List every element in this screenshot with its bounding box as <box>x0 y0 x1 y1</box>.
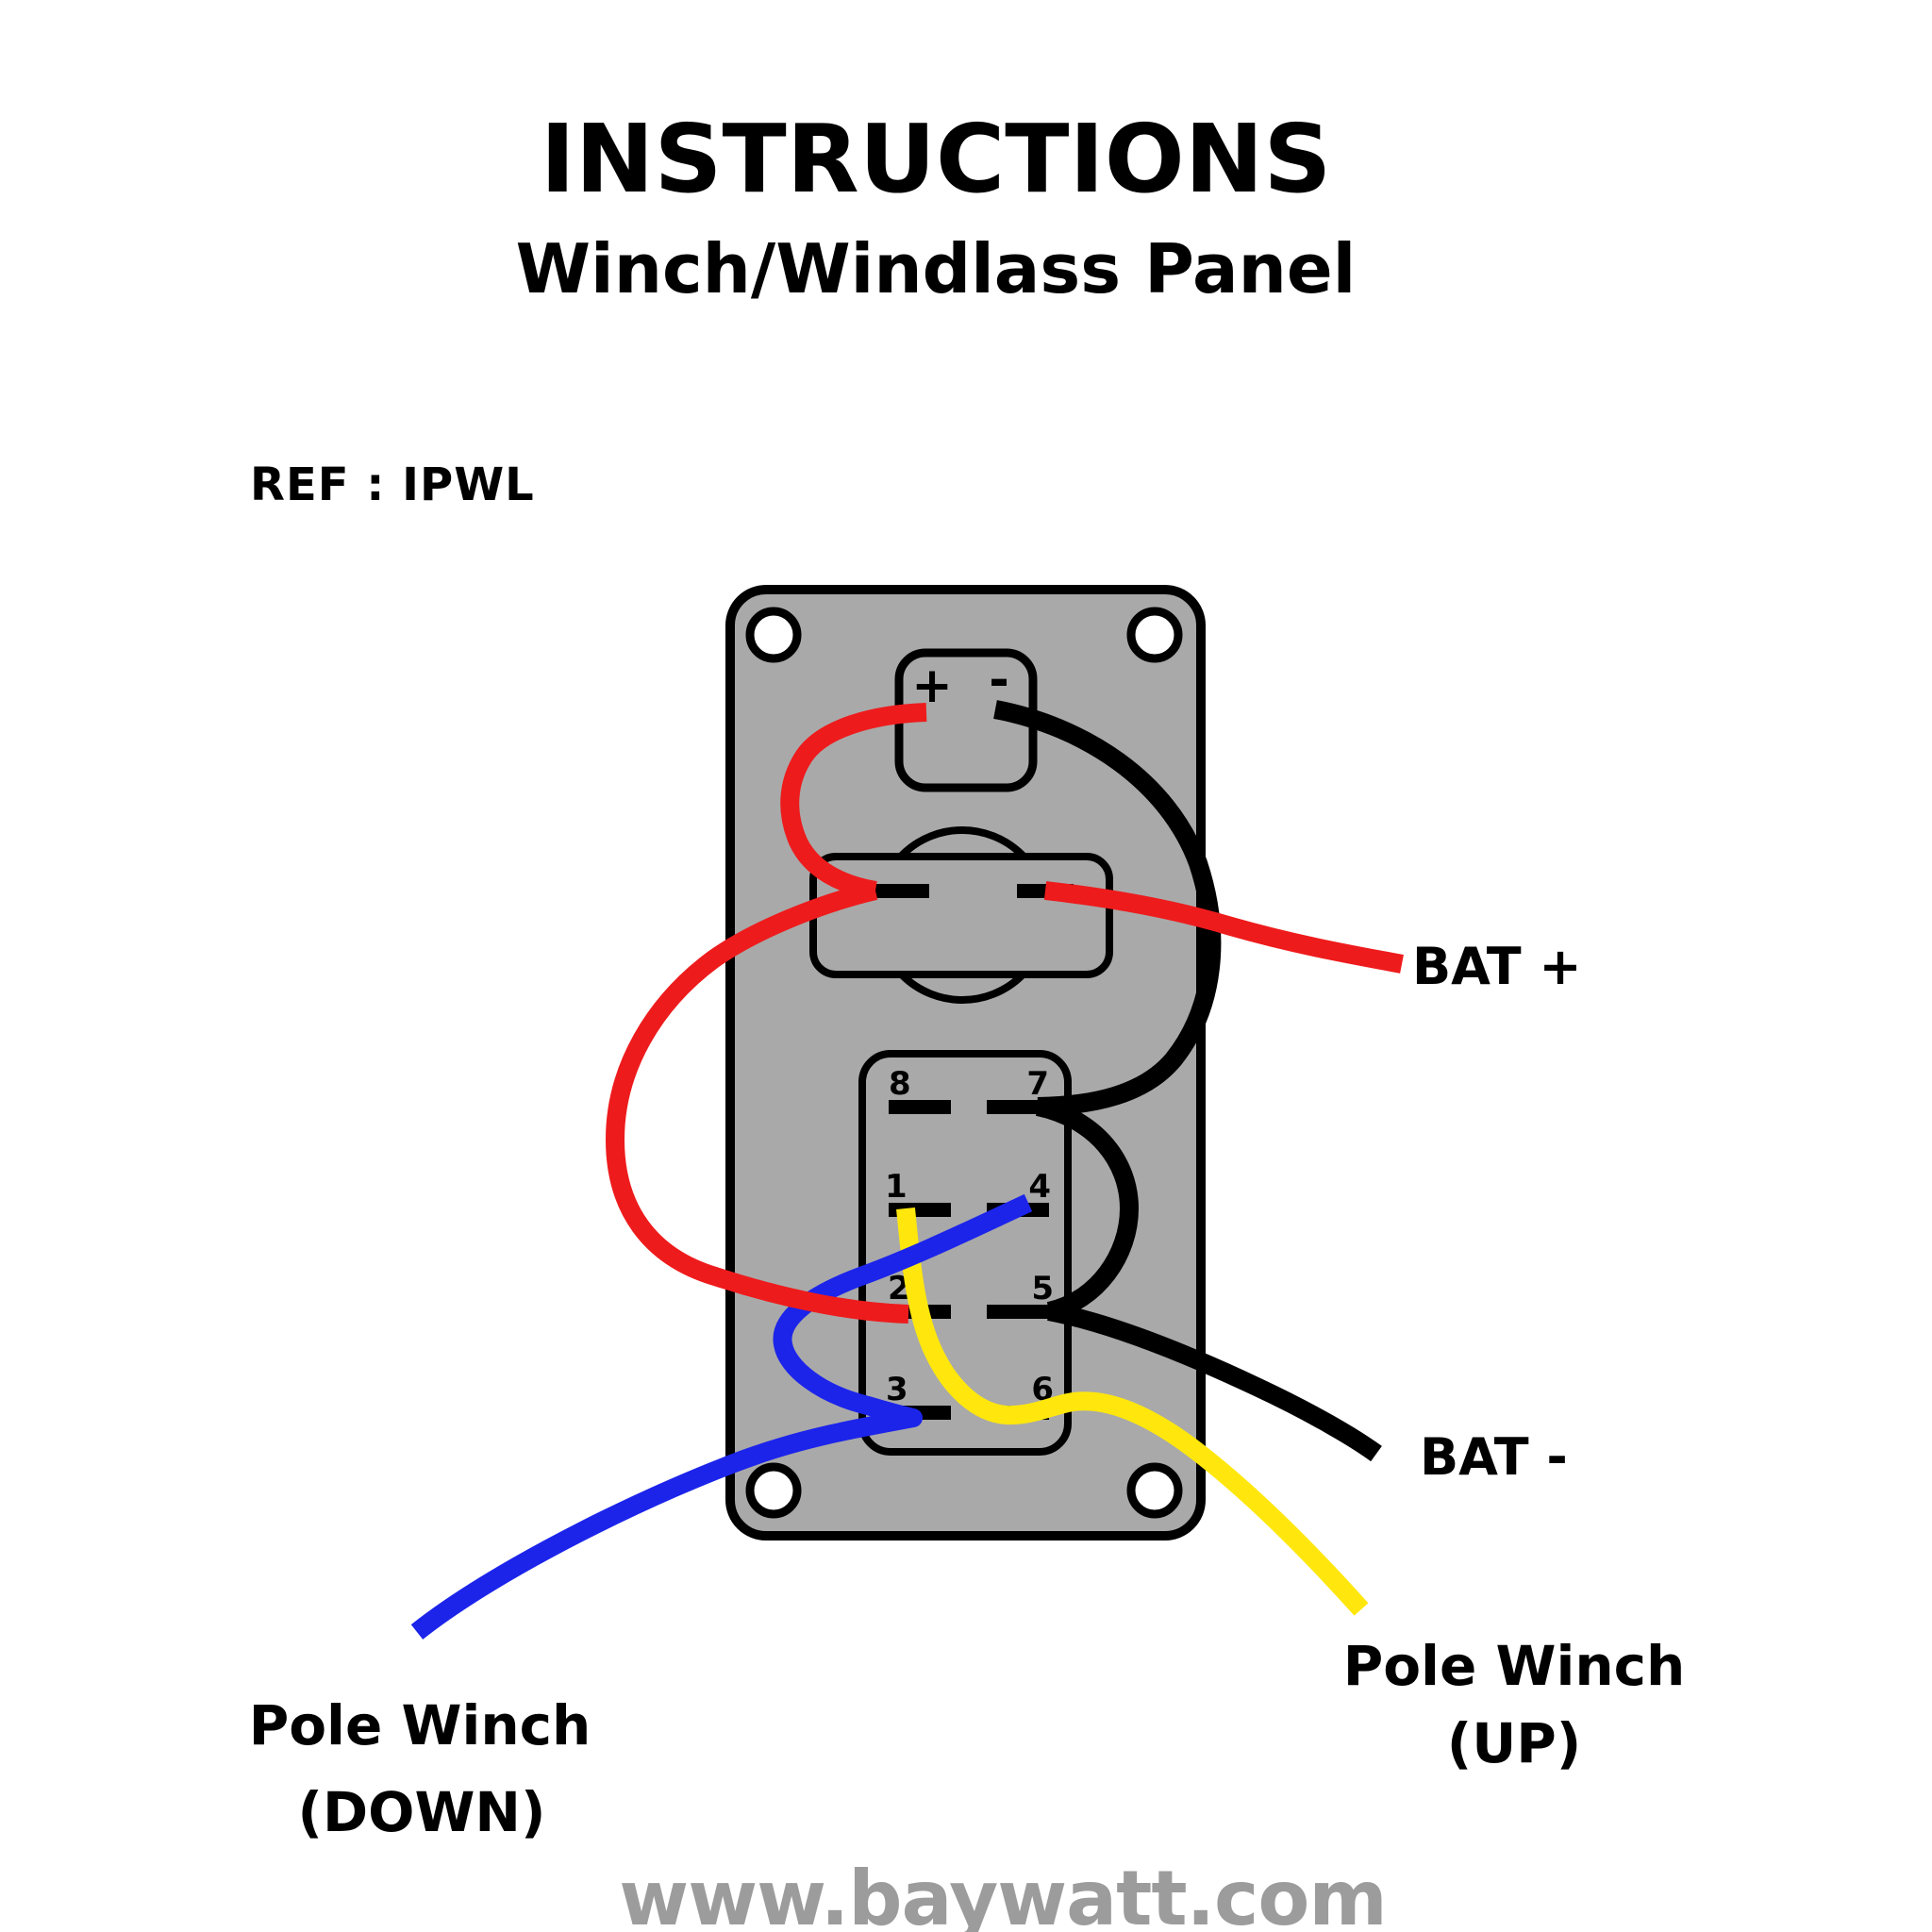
red-wire-rocker-left-to-terminal2 <box>606 881 909 1324</box>
lower-switch-body <box>858 1050 1072 1456</box>
mounting-hole-bottom-right <box>1126 1462 1183 1519</box>
rocker-switch-face <box>809 853 1113 978</box>
lower-switch-block: 8 7 1 4 2 5 3 6 <box>858 1050 1072 1456</box>
mounting-hole-top-right <box>1126 607 1183 663</box>
terminal-pad-5 <box>987 1305 1049 1319</box>
terminal-number-8: 8 <box>889 1065 911 1103</box>
pole-winch-down-line2: (DOWN) <box>298 1780 546 1844</box>
terminal-number-3: 3 <box>886 1371 908 1408</box>
pole-winch-up-line1: Pole Winch <box>1343 1634 1686 1698</box>
page-title: INSTRUCTIONS <box>541 104 1332 214</box>
wires <box>410 700 1404 1640</box>
black-jumper-terminal7-to-terminal5 <box>1035 1097 1139 1321</box>
terminal-number-4: 4 <box>1028 1168 1051 1206</box>
led-minus-terminal: - <box>989 652 1009 708</box>
terminal-number-5: 5 <box>1031 1270 1054 1307</box>
pole-winch-up-line2: (UP) <box>1447 1711 1582 1775</box>
terminal-pad-7 <box>987 1100 1049 1114</box>
terminal-pad-8 <box>889 1100 951 1114</box>
black-wire-terminal5-to-bat-minus <box>1047 1302 1382 1462</box>
yellow-wire-terminal1-to-pole-winch-up <box>896 1207 1369 1616</box>
website-url: www.baywatt.com <box>619 1855 1386 1932</box>
bat-minus-label: BAT - <box>1420 1427 1568 1487</box>
ref-label: REF : IPWL <box>250 458 535 511</box>
pole-winch-up-label: Pole Winch (UP) <box>1343 1634 1686 1775</box>
led-indicator: + - <box>894 648 1038 792</box>
pole-winch-down-label: Pole Winch (DOWN) <box>249 1693 591 1844</box>
black-wire-led-minus-to-terminal7 <box>993 700 1222 1116</box>
red-wire-rocker-right-to-bat-plus <box>1043 881 1404 974</box>
mounting-hole-top-left <box>745 607 802 663</box>
pole-winch-down-line1: Pole Winch <box>249 1693 591 1757</box>
mounting-hole-bottom-left <box>745 1462 802 1519</box>
red-wire-led-plus-to-rocker-left <box>780 703 927 900</box>
rocker-left-terminal-pad <box>873 884 929 898</box>
bat-plus-label: BAT + <box>1412 937 1582 996</box>
upper-rocker-switch <box>809 826 1113 1004</box>
page-subtitle: Winch/Windlass Panel <box>516 229 1357 308</box>
blue-wire-terminal4-to-terminal3-to-pole-winch-down <box>410 1193 1033 1640</box>
terminal-number-7: 7 <box>1026 1065 1049 1103</box>
terminal-number-1: 1 <box>885 1168 908 1206</box>
